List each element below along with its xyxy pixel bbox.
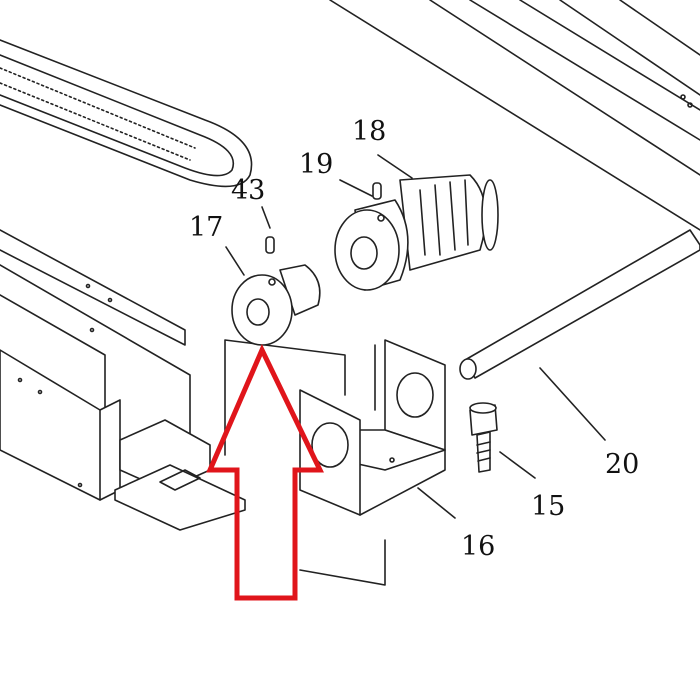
part-17-pulley	[231, 264, 321, 346]
timing-belt	[0, 39, 253, 188]
label-part-16: 16	[461, 531, 495, 562]
leader-lines	[225, 154, 606, 519]
part-18-pulley	[334, 174, 499, 291]
part-20-shaft	[459, 229, 700, 380]
label-part-15: 15	[531, 491, 565, 522]
red-indicator-arrow	[206, 343, 324, 601]
label-part-19: 19	[299, 149, 333, 180]
part-19-set-screw	[372, 182, 382, 200]
label-part-17: 17	[189, 212, 223, 243]
label-part-18: 18	[352, 116, 386, 147]
left-frame	[0, 229, 246, 531]
part-16-bracket	[299, 339, 446, 516]
part-15-bolt	[469, 402, 498, 473]
part-43-set-screw	[265, 236, 275, 254]
top-frame-rails	[329, 0, 700, 231]
label-part-43: 43	[231, 175, 265, 206]
label-part-20: 20	[605, 449, 639, 480]
